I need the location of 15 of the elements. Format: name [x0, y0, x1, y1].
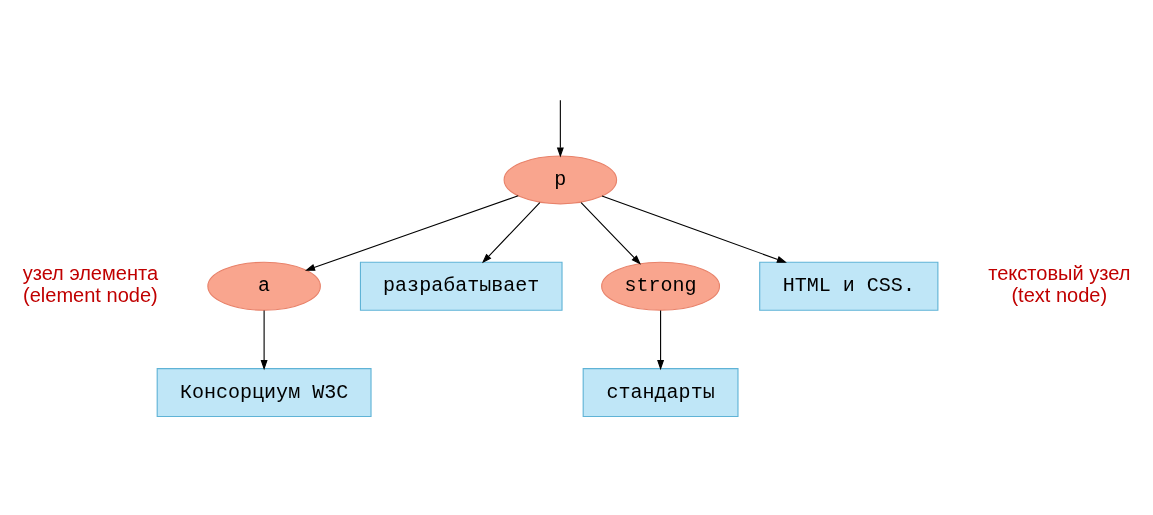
label: текстовый узел (text node) — [988, 261, 1131, 306]
arrow — [260, 309, 268, 370]
node-box: стандарты — [582, 367, 739, 417]
arrow — [657, 309, 665, 370]
label: узел элемента (element node) — [22, 261, 159, 306]
arrow — [580, 201, 641, 265]
arrow — [305, 194, 519, 271]
arrow — [481, 201, 541, 263]
node-ellipse: strong — [601, 261, 721, 311]
node-box: разрабатывает — [359, 261, 563, 311]
node-box: Консорциум W3C — [156, 367, 372, 417]
node-box: HTML и CSS. — [759, 261, 939, 311]
arrow — [601, 194, 787, 263]
arrow — [556, 99, 564, 157]
node-ellipse: p — [503, 154, 618, 204]
